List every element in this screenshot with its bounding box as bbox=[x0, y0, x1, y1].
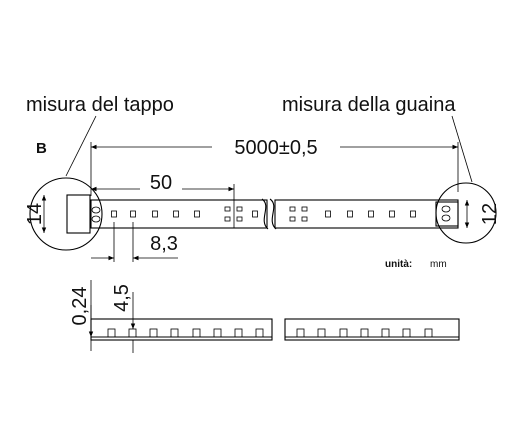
unit-key: unità: bbox=[385, 259, 412, 270]
side-led-chip bbox=[255, 328, 264, 338]
strip-top-right bbox=[274, 199, 459, 229]
led-chips bbox=[111, 210, 416, 218]
cut-mark-center-left bbox=[224, 206, 243, 222]
total-length-value: 5000±0,5 bbox=[234, 137, 317, 159]
side-led-chip bbox=[170, 328, 179, 338]
segment-length-value: 50 bbox=[150, 172, 172, 194]
pitch-value: 8,3 bbox=[150, 233, 178, 255]
side-led-chip bbox=[360, 328, 369, 338]
variant-label: B bbox=[36, 140, 47, 157]
led-chip bbox=[173, 210, 179, 218]
strip-top-left bbox=[90, 199, 268, 229]
side-led-chip bbox=[402, 328, 411, 338]
led-chip bbox=[194, 210, 200, 218]
sleeve-pad-bottom bbox=[441, 214, 451, 222]
side-led-chip bbox=[234, 328, 243, 338]
led-chip bbox=[325, 210, 331, 218]
led-chip bbox=[347, 210, 353, 218]
cap-width-value: 14 bbox=[24, 203, 46, 225]
solder-pad-bottom bbox=[91, 215, 101, 223]
side-led-chip bbox=[381, 328, 390, 338]
sleeve-width-value: 12 bbox=[479, 203, 501, 225]
side-led-chip bbox=[107, 328, 116, 338]
break-mark-right bbox=[269, 198, 277, 230]
side-led-chips bbox=[107, 328, 433, 338]
cap-detail-circle bbox=[29, 177, 103, 251]
end-cap bbox=[66, 194, 91, 234]
height-value: 4,5 bbox=[111, 284, 133, 312]
led-chip bbox=[111, 210, 117, 218]
sleeve-section bbox=[435, 201, 459, 227]
side-led-chip bbox=[213, 328, 222, 338]
sleeve-size-label: misura della guaina bbox=[282, 94, 456, 116]
led-chip bbox=[410, 210, 416, 218]
side-led-chip bbox=[128, 328, 137, 338]
side-led-chip bbox=[296, 328, 305, 338]
cap-size-label: misura del tappo bbox=[26, 94, 174, 116]
led-chip bbox=[389, 210, 395, 218]
side-led-chip bbox=[424, 328, 433, 338]
side-led-chip bbox=[192, 328, 201, 338]
led-chip bbox=[152, 210, 158, 218]
sleeve-pad-top bbox=[441, 205, 451, 213]
sleeve-leader-line bbox=[451, 115, 473, 183]
unit-value: mm bbox=[430, 259, 447, 270]
cap-leader-line bbox=[65, 115, 97, 177]
side-led-chip bbox=[149, 328, 158, 338]
solder-pad-top bbox=[91, 206, 101, 214]
side-led-chip bbox=[339, 328, 348, 338]
thickness-value: 0,24 bbox=[69, 287, 91, 326]
led-chip bbox=[368, 210, 374, 218]
break-mark-left bbox=[261, 198, 269, 230]
led-chip bbox=[130, 210, 136, 218]
led-chip bbox=[252, 210, 258, 218]
side-led-chip bbox=[317, 328, 326, 338]
cut-mark-center-right bbox=[289, 206, 308, 222]
strip-side-right bbox=[284, 318, 460, 341]
